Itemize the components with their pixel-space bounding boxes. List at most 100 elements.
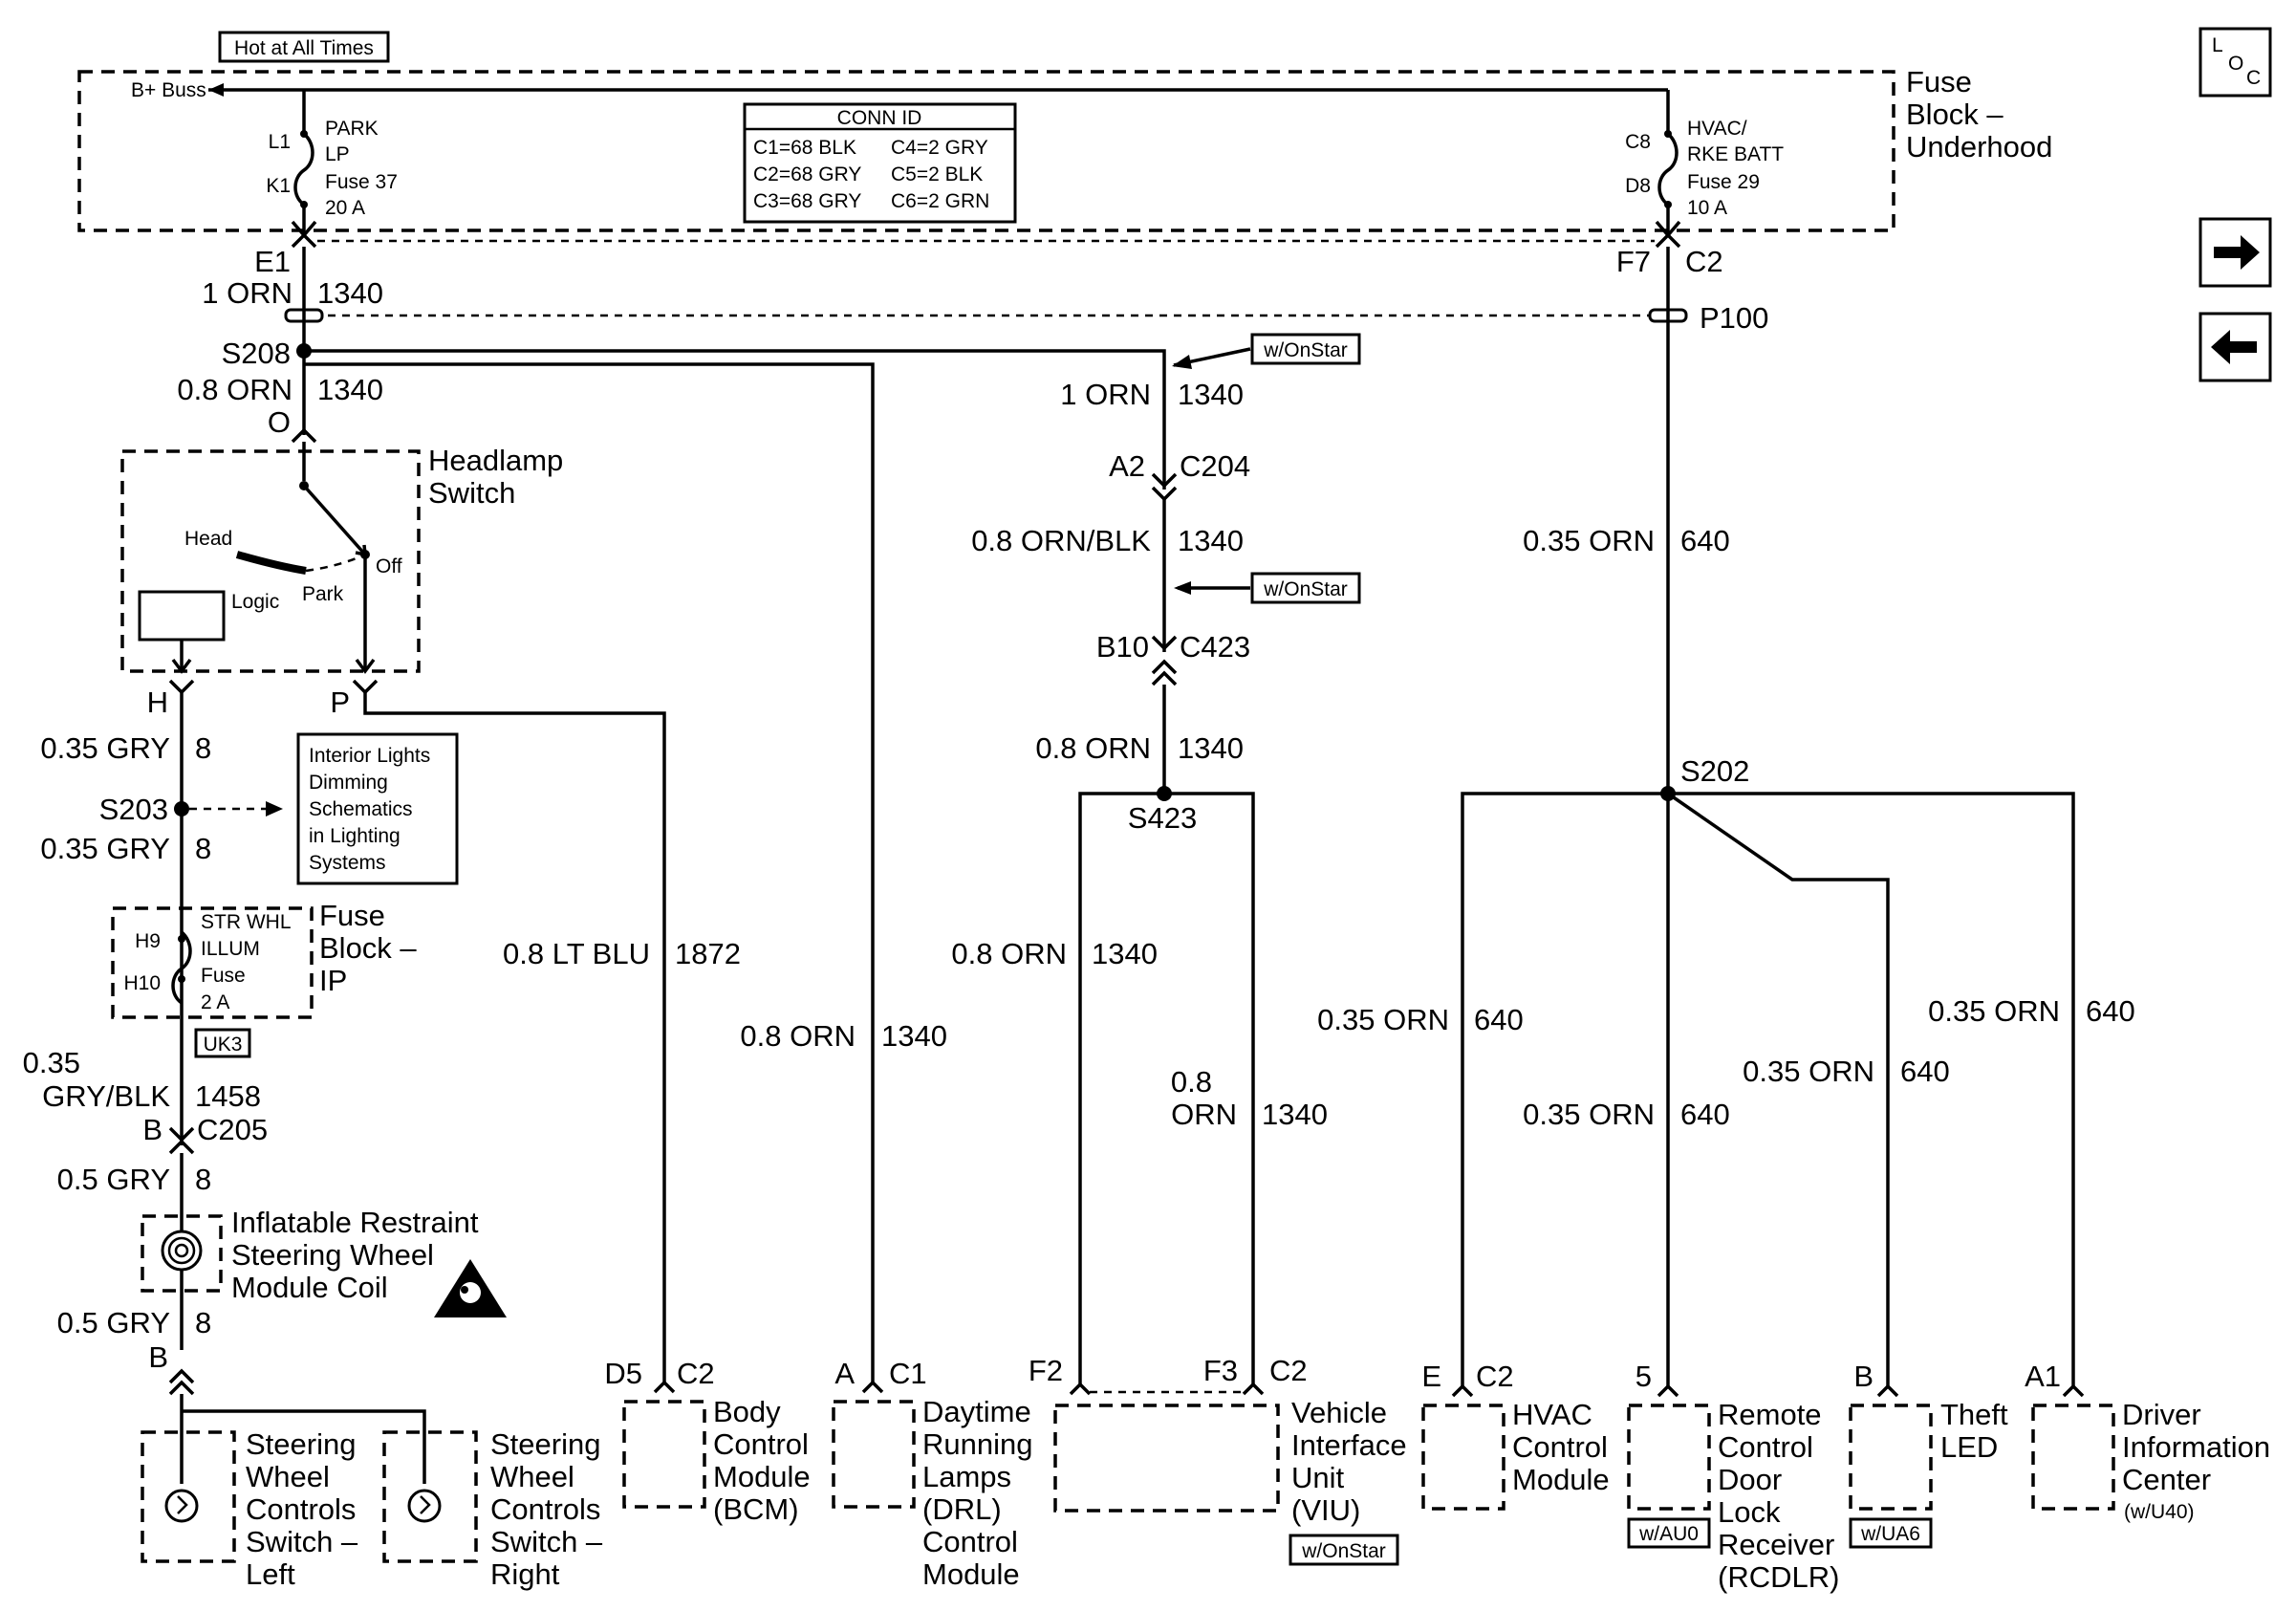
- swc-right-switch-icon: [407, 1489, 442, 1523]
- drl-title-6: Module: [922, 1557, 1020, 1591]
- c204-pin: A2: [1109, 449, 1145, 483]
- dimming-circ2: 8: [195, 832, 211, 865]
- drl-title-3: Lamps: [922, 1460, 1011, 1493]
- fuse-ip-label-2: ILLUM: [201, 938, 260, 960]
- bbuss-label: B+ Buss: [131, 79, 206, 101]
- pin-f7: F7: [1616, 245, 1651, 278]
- pin-e1: E1: [254, 245, 291, 278]
- drl-title-2: Running: [922, 1427, 1032, 1461]
- hvac-conn: C2: [1476, 1360, 1514, 1393]
- left-feed-circ1: 1340: [317, 276, 383, 310]
- headlamp-label-park: Park: [302, 583, 344, 605]
- hvac-title-2: Control: [1512, 1430, 1608, 1464]
- viu-title-2: Interface: [1291, 1428, 1407, 1462]
- theft-connector-icon: [1876, 1383, 1899, 1398]
- viu-pin-f2: F2: [1029, 1354, 1063, 1387]
- right-feed-wire-label: 0.35 ORN: [1523, 524, 1655, 557]
- dimming-note-box: [296, 732, 459, 885]
- viu-title-1: Vehicle: [1291, 1396, 1387, 1429]
- coil-wire1: 0.5 GRY: [57, 1163, 170, 1196]
- onstar-wire2: 0.8 ORN/BLK: [971, 524, 1151, 557]
- fuse-29-label-3: Fuse 29: [1687, 171, 1760, 193]
- theft-title-2: LED: [1940, 1430, 1998, 1464]
- fuse-block-underhood-title-3: Underhood: [1906, 130, 2052, 163]
- dic-option: (w/U40): [2124, 1501, 2195, 1523]
- conn-id-c3: C3=68 GRY: [753, 190, 861, 212]
- coil-wire2: 0.5 GRY: [57, 1306, 170, 1339]
- next-page-button[interactable]: [2199, 217, 2272, 288]
- arrow-left-icon: [2211, 330, 2257, 364]
- swc-right-1: Steering: [490, 1427, 600, 1461]
- onstar-tag-2-box: [1250, 572, 1361, 604]
- swc-left-switch-icon: [164, 1489, 199, 1523]
- c423-conn: C423: [1180, 630, 1250, 664]
- onstar-tag-1-box: [1250, 333, 1361, 365]
- hvac-pin: E: [1421, 1360, 1441, 1393]
- pin-o-connector-icon: [291, 427, 317, 444]
- fuse-ip-label-4: 2 A: [201, 991, 229, 1013]
- theft-wire: 0.35 ORN: [1743, 1055, 1874, 1088]
- fuse-ip-label-1: STR WHL: [201, 911, 292, 933]
- fuse-block-ip-title-3: IP: [319, 964, 347, 997]
- swc-left-1: Steering: [246, 1427, 356, 1461]
- c423-pin: B10: [1096, 630, 1149, 664]
- fuse-ip-pin-h10: H10: [123, 972, 161, 994]
- fuse-37: L1 K1 PARK LP Fuse 37 20 A: [266, 90, 398, 234]
- onstar-tag-2: w/OnStar: [1263, 578, 1348, 600]
- s203-arrow-icon: [266, 801, 283, 816]
- fuse-block-underhood-title-2: Block –: [1906, 98, 2004, 131]
- fuse-block-ip-outline: [111, 906, 314, 1019]
- dic-connector-icon: [2062, 1383, 2085, 1398]
- fuse-str-whl-illum: [171, 930, 192, 1005]
- fuse-block-underhood-title-1: Fuse: [1906, 65, 1972, 98]
- c205-wire-b: GRY/BLK: [42, 1079, 170, 1113]
- rcdlr-title-4: Lock: [1718, 1495, 1781, 1529]
- splice-s203-dot: [174, 801, 189, 816]
- loc-button[interactable]: L O C: [2199, 27, 2272, 98]
- prev-page-button[interactable]: [2199, 312, 2272, 382]
- fuse-block-ip-title-2: Block –: [319, 931, 417, 965]
- dic-title-3: Center: [2122, 1463, 2211, 1496]
- option-uk3-box: [194, 1028, 251, 1058]
- conn-id-c4: C4=2 GRY: [891, 137, 988, 159]
- s202-outer-branches: [1461, 792, 2075, 1386]
- theft-circ: 640: [1900, 1055, 1950, 1088]
- s208-to-onstar-wire: [304, 349, 1166, 365]
- swc-right-2: Wheel: [490, 1460, 574, 1493]
- theft-option-box: [1849, 1517, 1933, 1549]
- pin-h: H: [147, 686, 168, 719]
- onstar-wire5b: ORN: [1171, 1098, 1237, 1131]
- dimming-wire2: 0.35 GRY: [40, 832, 170, 865]
- dimming-note-4: in Lighting: [309, 825, 401, 847]
- coil-circ1: 8: [195, 1163, 211, 1196]
- swc-right-wire: [182, 1409, 426, 1484]
- onstar-tag-1: w/OnStar: [1263, 339, 1348, 361]
- bcm-connector-icon: [653, 1380, 676, 1394]
- fuse-29-label-2: RKE BATT: [1687, 143, 1784, 165]
- onstar-wire3: 0.8 ORN: [1035, 731, 1151, 765]
- rcdlr-option-box: [1627, 1517, 1711, 1549]
- coil-title-2: Steering Wheel: [231, 1238, 434, 1272]
- fuse-29-label-4: 10 A: [1687, 197, 1727, 219]
- dimming-circ1: 8: [195, 731, 211, 765]
- dic-circ: 640: [2086, 994, 2135, 1028]
- pin-o: O: [268, 405, 291, 439]
- theft-outline: [1849, 1404, 1933, 1511]
- headlamp-switch-blade: [302, 484, 367, 556]
- swc-left-outline: [141, 1430, 236, 1563]
- arrow-right-icon: [2214, 235, 2260, 270]
- headlamp-label-head: Head: [184, 528, 232, 550]
- coil-pin-b-connector-icon: [168, 1368, 195, 1384]
- rcdlr-pin: 5: [1635, 1360, 1652, 1393]
- viu-title-4: (VIU): [1291, 1493, 1360, 1527]
- rcdlr-title-6: (RCDLR): [1718, 1560, 1839, 1594]
- swc-right-4: Switch –: [490, 1525, 603, 1558]
- rcdlr-outline: [1627, 1404, 1711, 1511]
- hvac-circ: 640: [1474, 1003, 1524, 1036]
- c205-circ: 1458: [195, 1079, 261, 1113]
- dimming-note-5: Systems: [309, 852, 386, 874]
- rcdlr-title-5: Receiver: [1718, 1528, 1834, 1561]
- headlamp-switch-outline: [120, 449, 421, 673]
- c204-connector-icon: [1151, 472, 1178, 489]
- rcdlr-title-2: Control: [1718, 1430, 1813, 1464]
